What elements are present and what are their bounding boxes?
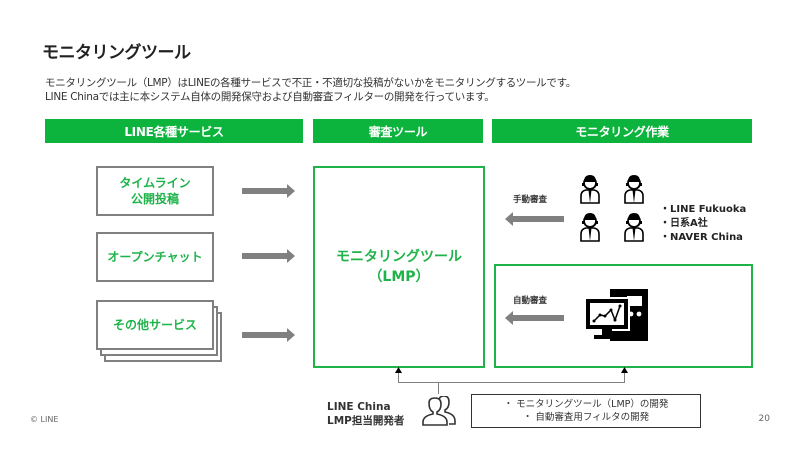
developer-task-1: ・ モニタリングツール（LMP）の開発	[503, 399, 669, 410]
arrow-right-openchat	[242, 249, 295, 263]
auto-review-label: 自動審査	[513, 296, 548, 306]
operator-headset-icon	[580, 212, 600, 242]
lmp-tool-box: モニタリングツール （LMP）	[313, 166, 485, 368]
description-line-1: モニタリングツール（LMP）はLINEの各種サービスで不正・不適切な投稿がないか…	[45, 77, 576, 89]
header-review-tool: 審査ツール	[313, 119, 483, 143]
service-openchat-label: オープンチャット	[107, 250, 203, 264]
lmp-tool-label: モニタリングツール （LMP）	[336, 247, 462, 287]
arrowhead-up-auto	[621, 367, 628, 373]
connector-to-auto	[624, 371, 625, 383]
lmp-tool-name: モニタリングツール	[336, 249, 462, 265]
page-number: 20	[758, 414, 770, 424]
connector-to-lmp	[398, 371, 399, 383]
manual-review-label: 手動審査	[513, 195, 548, 205]
line-copyright-logo: © LINE	[30, 415, 59, 424]
developer-role: LMP担当開発者	[327, 415, 405, 427]
header-services: LINE各種サービス	[45, 119, 303, 143]
service-other: その他サービス	[96, 300, 214, 350]
users-icon	[422, 396, 456, 426]
operators-icon-group	[580, 174, 644, 242]
arrowhead-up-lmp	[395, 367, 402, 373]
operator-headset-icon	[624, 212, 644, 242]
lmp-tool-abbr: （LMP）	[368, 269, 430, 285]
developer-task-2: ・ 自動審査用フィルタの開発	[522, 412, 650, 423]
header-monitoring: モニタリング作業	[492, 119, 752, 143]
developer-label: LINE China LMP担当開発者	[327, 400, 404, 428]
arrow-left-auto	[505, 311, 564, 325]
connector-from-dev	[438, 382, 439, 394]
arrow-left-manual	[505, 212, 564, 226]
service-timeline-line2: 公開投稿	[130, 192, 179, 206]
vendor-line-naver: ・NAVER China	[660, 232, 743, 243]
service-timeline: タイムライン 公開投稿	[96, 166, 214, 216]
vendor-line-japan-a: ・日系A社	[660, 218, 708, 229]
computer-chart-icon	[584, 289, 648, 341]
operator-headset-icon	[624, 174, 644, 204]
developer-org: LINE China	[327, 401, 391, 413]
service-timeline-line1: タイムライン	[119, 176, 191, 190]
service-other-label: その他サービス	[112, 318, 197, 332]
description: モニタリングツール（LMP）はLINEの各種サービスで不正・不適切な投稿がないか…	[45, 76, 576, 104]
operator-headset-icon	[580, 174, 600, 204]
developer-tasks-box: ・ モニタリングツール（LMP）の開発 ・ 自動審査用フィルタの開発	[471, 394, 701, 428]
vendor-line-fukuoka: ・LINE Fukuoka	[660, 204, 747, 215]
arrow-right-other	[242, 328, 295, 342]
connector-horizontal	[398, 382, 624, 383]
service-openchat: オープンチャット	[96, 232, 214, 282]
description-line-2: LINE Chinaでは主に本システム自体の開発保守および自動審査フィルターの開…	[45, 91, 495, 103]
arrow-right-timeline	[242, 184, 295, 198]
vendor-list: ・LINE Fukuoka ・日系A社 ・NAVER China	[660, 203, 746, 245]
page-title: モニタリングツール	[42, 43, 191, 63]
